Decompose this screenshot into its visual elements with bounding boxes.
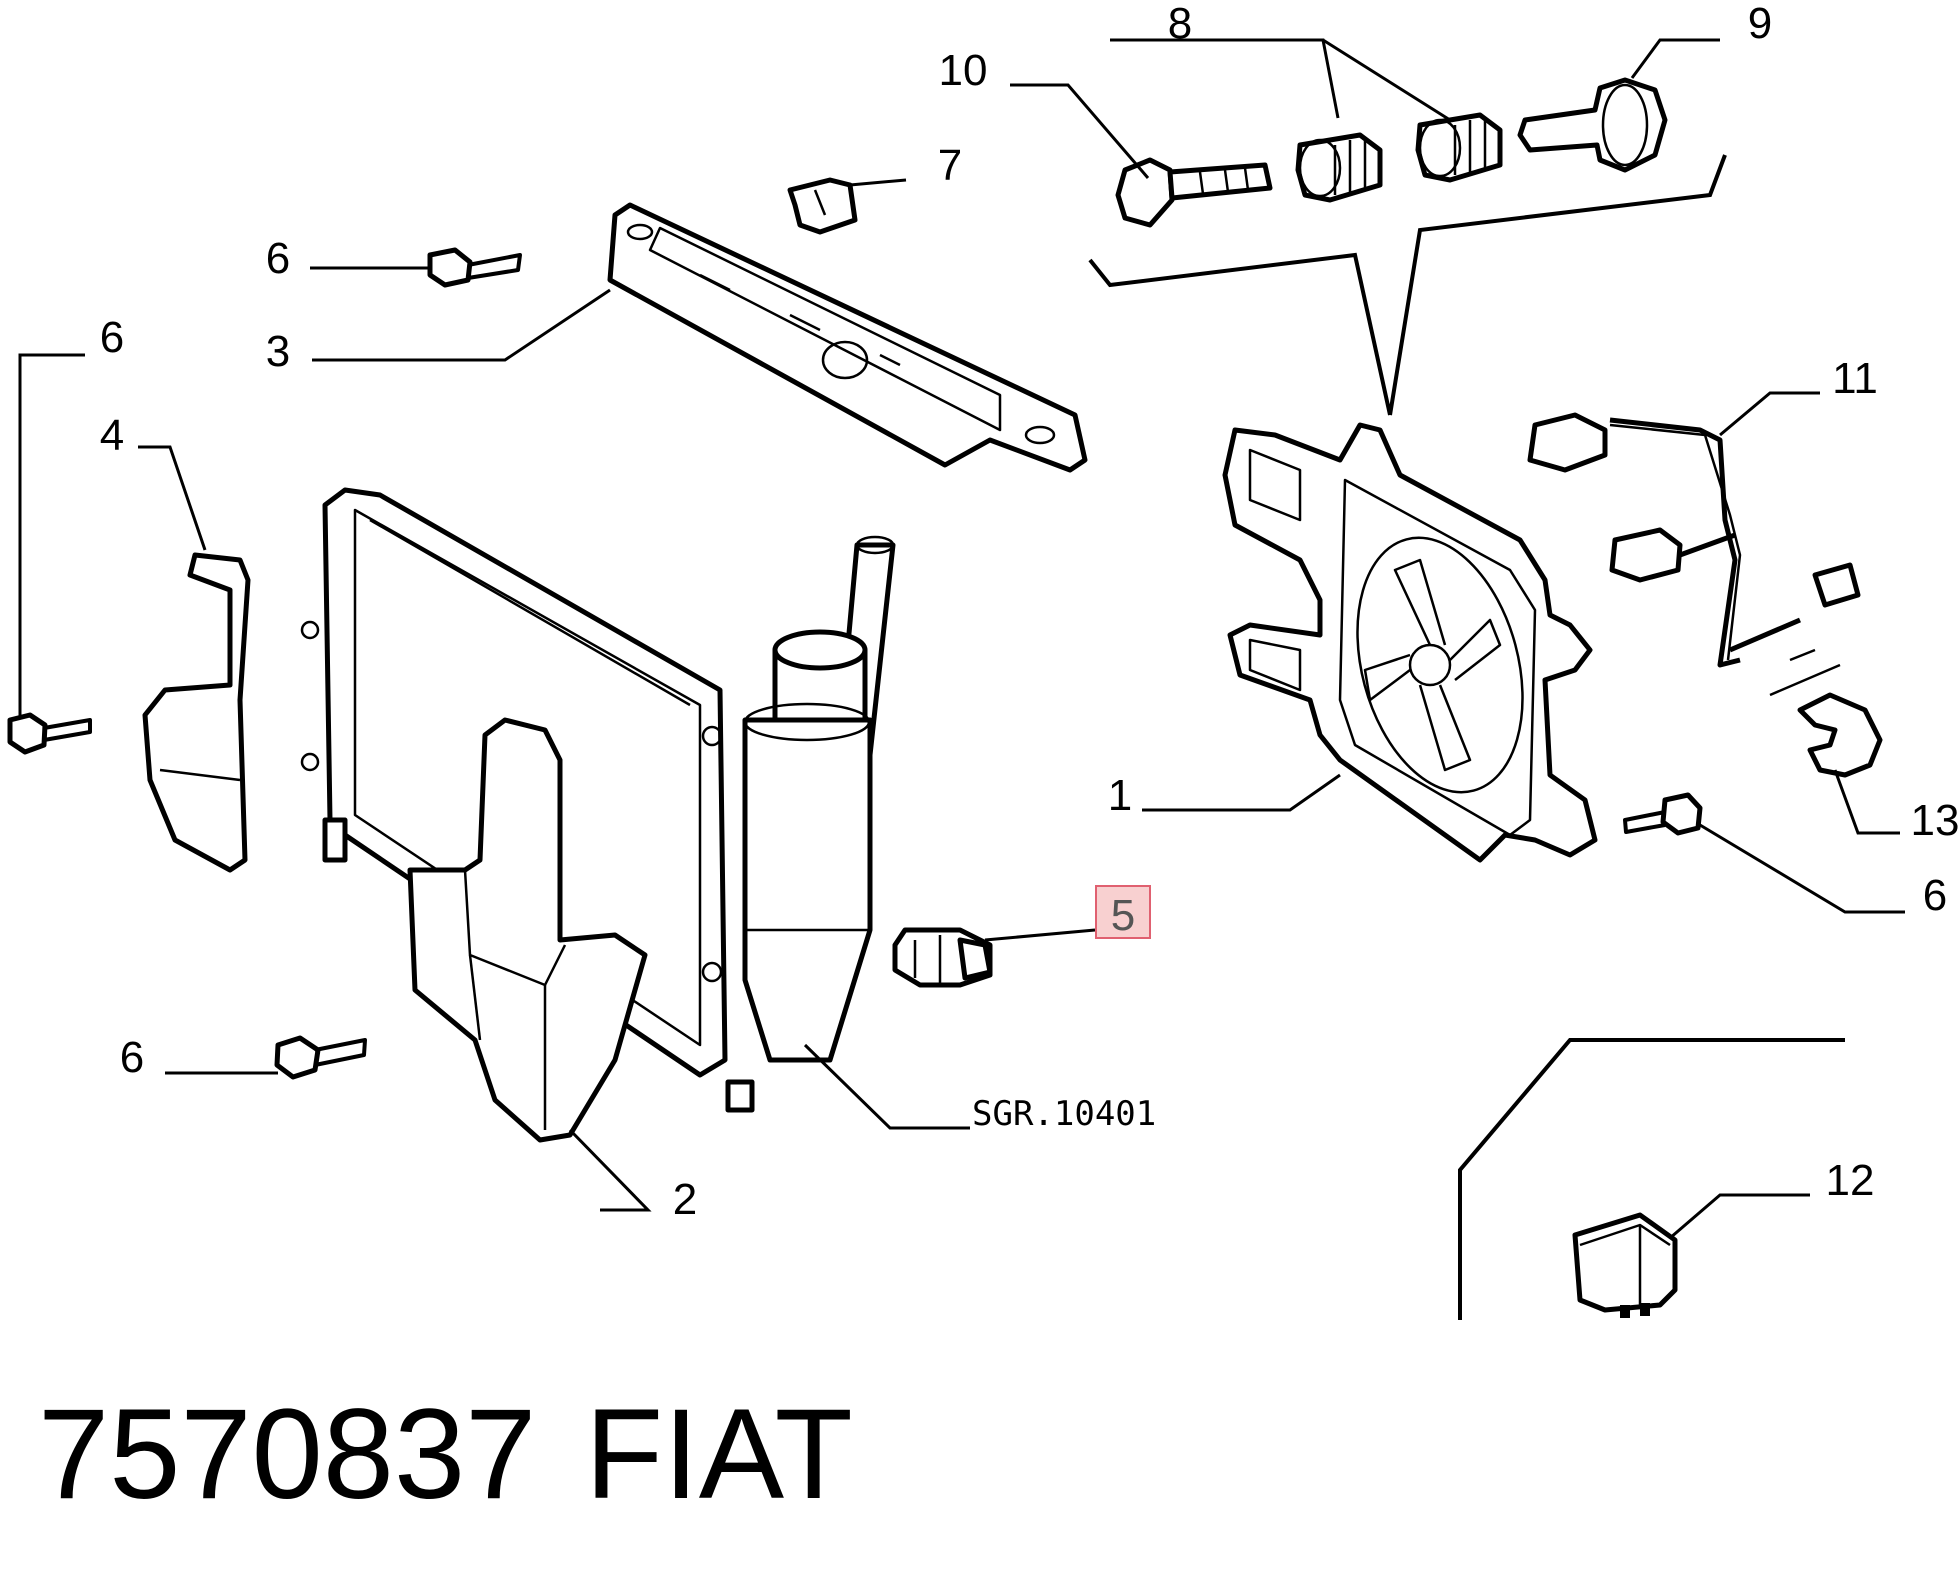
screw-6-left[interactable] (7, 712, 92, 755)
callout-6-top: 6 (266, 234, 290, 283)
callout-4: 4 (100, 411, 124, 460)
callout-12: 12 (1826, 1156, 1875, 1205)
callout-6-bottom: 6 (120, 1033, 144, 1082)
part-7-clip[interactable] (787, 177, 858, 235)
brand-name: FIAT (585, 1383, 853, 1526)
part-8-bushing-a[interactable] (1295, 132, 1383, 203)
callout-7: 7 (938, 141, 962, 190)
highlight-box (1095, 885, 1151, 939)
callout-5-highlight[interactable]: 5 (1095, 885, 1151, 940)
screw-6-right[interactable] (1623, 792, 1703, 836)
part-13-clip[interactable] (1797, 692, 1883, 778)
part-1-fan-shroud[interactable] (1222, 422, 1598, 863)
callout-11: 11 (1832, 354, 1878, 403)
callout-3: 3 (266, 327, 290, 376)
part-12-relay[interactable] (1572, 1212, 1678, 1318)
part-3-bracket[interactable] (607, 202, 1088, 473)
part-9-spacer[interactable] (1517, 77, 1668, 173)
grouping-lines (1088, 154, 1845, 1320)
part-2-deflector[interactable] (407, 717, 648, 1143)
callout-6-left: 6 (100, 313, 124, 362)
part-4-deflector[interactable] (142, 552, 251, 873)
footer-caption: 7570837 FIAT (38, 1383, 853, 1526)
screw-6-bottom[interactable] (274, 1035, 367, 1080)
part-5-switch[interactable] (892, 927, 993, 988)
part-number: 7570837 (38, 1383, 536, 1526)
callout-8: 8 (1168, 0, 1192, 48)
reference-code: SGR.10401 (972, 1094, 1156, 1134)
screw-6-top[interactable] (427, 247, 522, 288)
callout-10: 10 (939, 46, 988, 95)
callout-5: 5 (1111, 891, 1135, 940)
expansion-tank[interactable] (742, 535, 896, 1063)
callout-9: 9 (1748, 0, 1772, 48)
part-8-bushing-b[interactable] (1415, 112, 1503, 183)
leader-lines (18, 38, 1905, 1240)
callout-2: 2 (673, 1175, 697, 1224)
callout-labels: 8 9 10 7 6 3 6 4 1 11 13 6 6 2 12 SGR.10… (100, 0, 1959, 1224)
part-10-bolt[interactable] (1115, 157, 1273, 228)
callout-1: 1 (1108, 771, 1132, 820)
callout-6-right: 6 (1923, 871, 1947, 920)
part-11-harness[interactable] (1527, 412, 1861, 697)
callout-13: 13 (1911, 796, 1959, 845)
